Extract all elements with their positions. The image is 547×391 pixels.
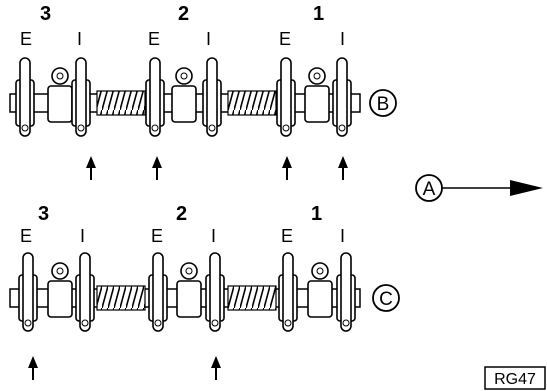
cylinder-number: 2 xyxy=(176,203,187,225)
valve-label: E xyxy=(20,226,32,246)
cylinder-number: 3 xyxy=(38,203,49,225)
valve-label: I xyxy=(206,29,211,49)
rocker-arm xyxy=(18,252,38,332)
svg-text:RG47: RG47 xyxy=(494,371,536,388)
rocker-arm xyxy=(148,252,168,332)
up-arrow-icon xyxy=(282,156,292,180)
shaft-pedestal xyxy=(304,67,330,123)
reference-code-box: RG47 xyxy=(484,366,546,390)
up-arrow-icon xyxy=(86,156,96,180)
shaft-pedestal xyxy=(47,262,73,318)
rocker-arm xyxy=(205,252,225,332)
up-arrow-icon xyxy=(338,156,348,180)
svg-text:C: C xyxy=(379,289,393,310)
circled-label-b: B xyxy=(369,89,397,117)
rocker-arm xyxy=(75,252,95,332)
valve-label: E xyxy=(151,226,163,246)
rocker-arm xyxy=(202,57,222,137)
svg-text:B: B xyxy=(377,94,390,115)
valve-label: I xyxy=(340,29,345,49)
valve-label: I xyxy=(340,226,345,246)
up-arrow-icon xyxy=(211,356,221,380)
shaft-spring xyxy=(227,90,277,116)
cylinder-number: 1 xyxy=(311,203,322,225)
valve-label: E xyxy=(20,29,32,49)
rocker-arm xyxy=(276,57,296,137)
rocker-assembly-b: 3 2 1 E I E I E I xyxy=(9,3,397,180)
shaft-spring xyxy=(96,285,146,311)
shaft-pedestal xyxy=(171,67,197,123)
up-arrow-icon xyxy=(152,156,162,180)
shaft-pedestal xyxy=(307,262,333,318)
rocker-arm xyxy=(332,57,352,137)
valve-label: I xyxy=(77,29,82,49)
rocker-arm xyxy=(71,57,91,137)
valve-label: I xyxy=(211,226,216,246)
valve-label: E xyxy=(279,29,291,49)
valve-label: E xyxy=(281,226,293,246)
shaft-spring xyxy=(96,90,146,116)
cylinder-number: 1 xyxy=(313,3,324,25)
cylinder-number: 3 xyxy=(40,3,51,25)
cylinder-number: 2 xyxy=(178,3,189,25)
view-direction-a: A xyxy=(415,174,543,202)
rocker-assembly-c: 3 2 1 E I E I E I xyxy=(9,203,400,380)
right-arrow-icon xyxy=(510,180,543,196)
shaft-spring xyxy=(227,285,277,311)
rocker-arm xyxy=(145,57,165,137)
valve-label: E xyxy=(148,29,160,49)
rocker-arm xyxy=(278,252,298,332)
shaft-pedestal xyxy=(47,67,73,123)
svg-text:A: A xyxy=(423,179,436,200)
shaft-pedestal xyxy=(176,262,202,318)
circled-label-c: C xyxy=(372,284,400,312)
rocker-arm xyxy=(15,57,35,137)
valve-label: I xyxy=(80,226,85,246)
up-arrow-icon xyxy=(28,356,38,380)
rocker-arm xyxy=(336,252,356,332)
